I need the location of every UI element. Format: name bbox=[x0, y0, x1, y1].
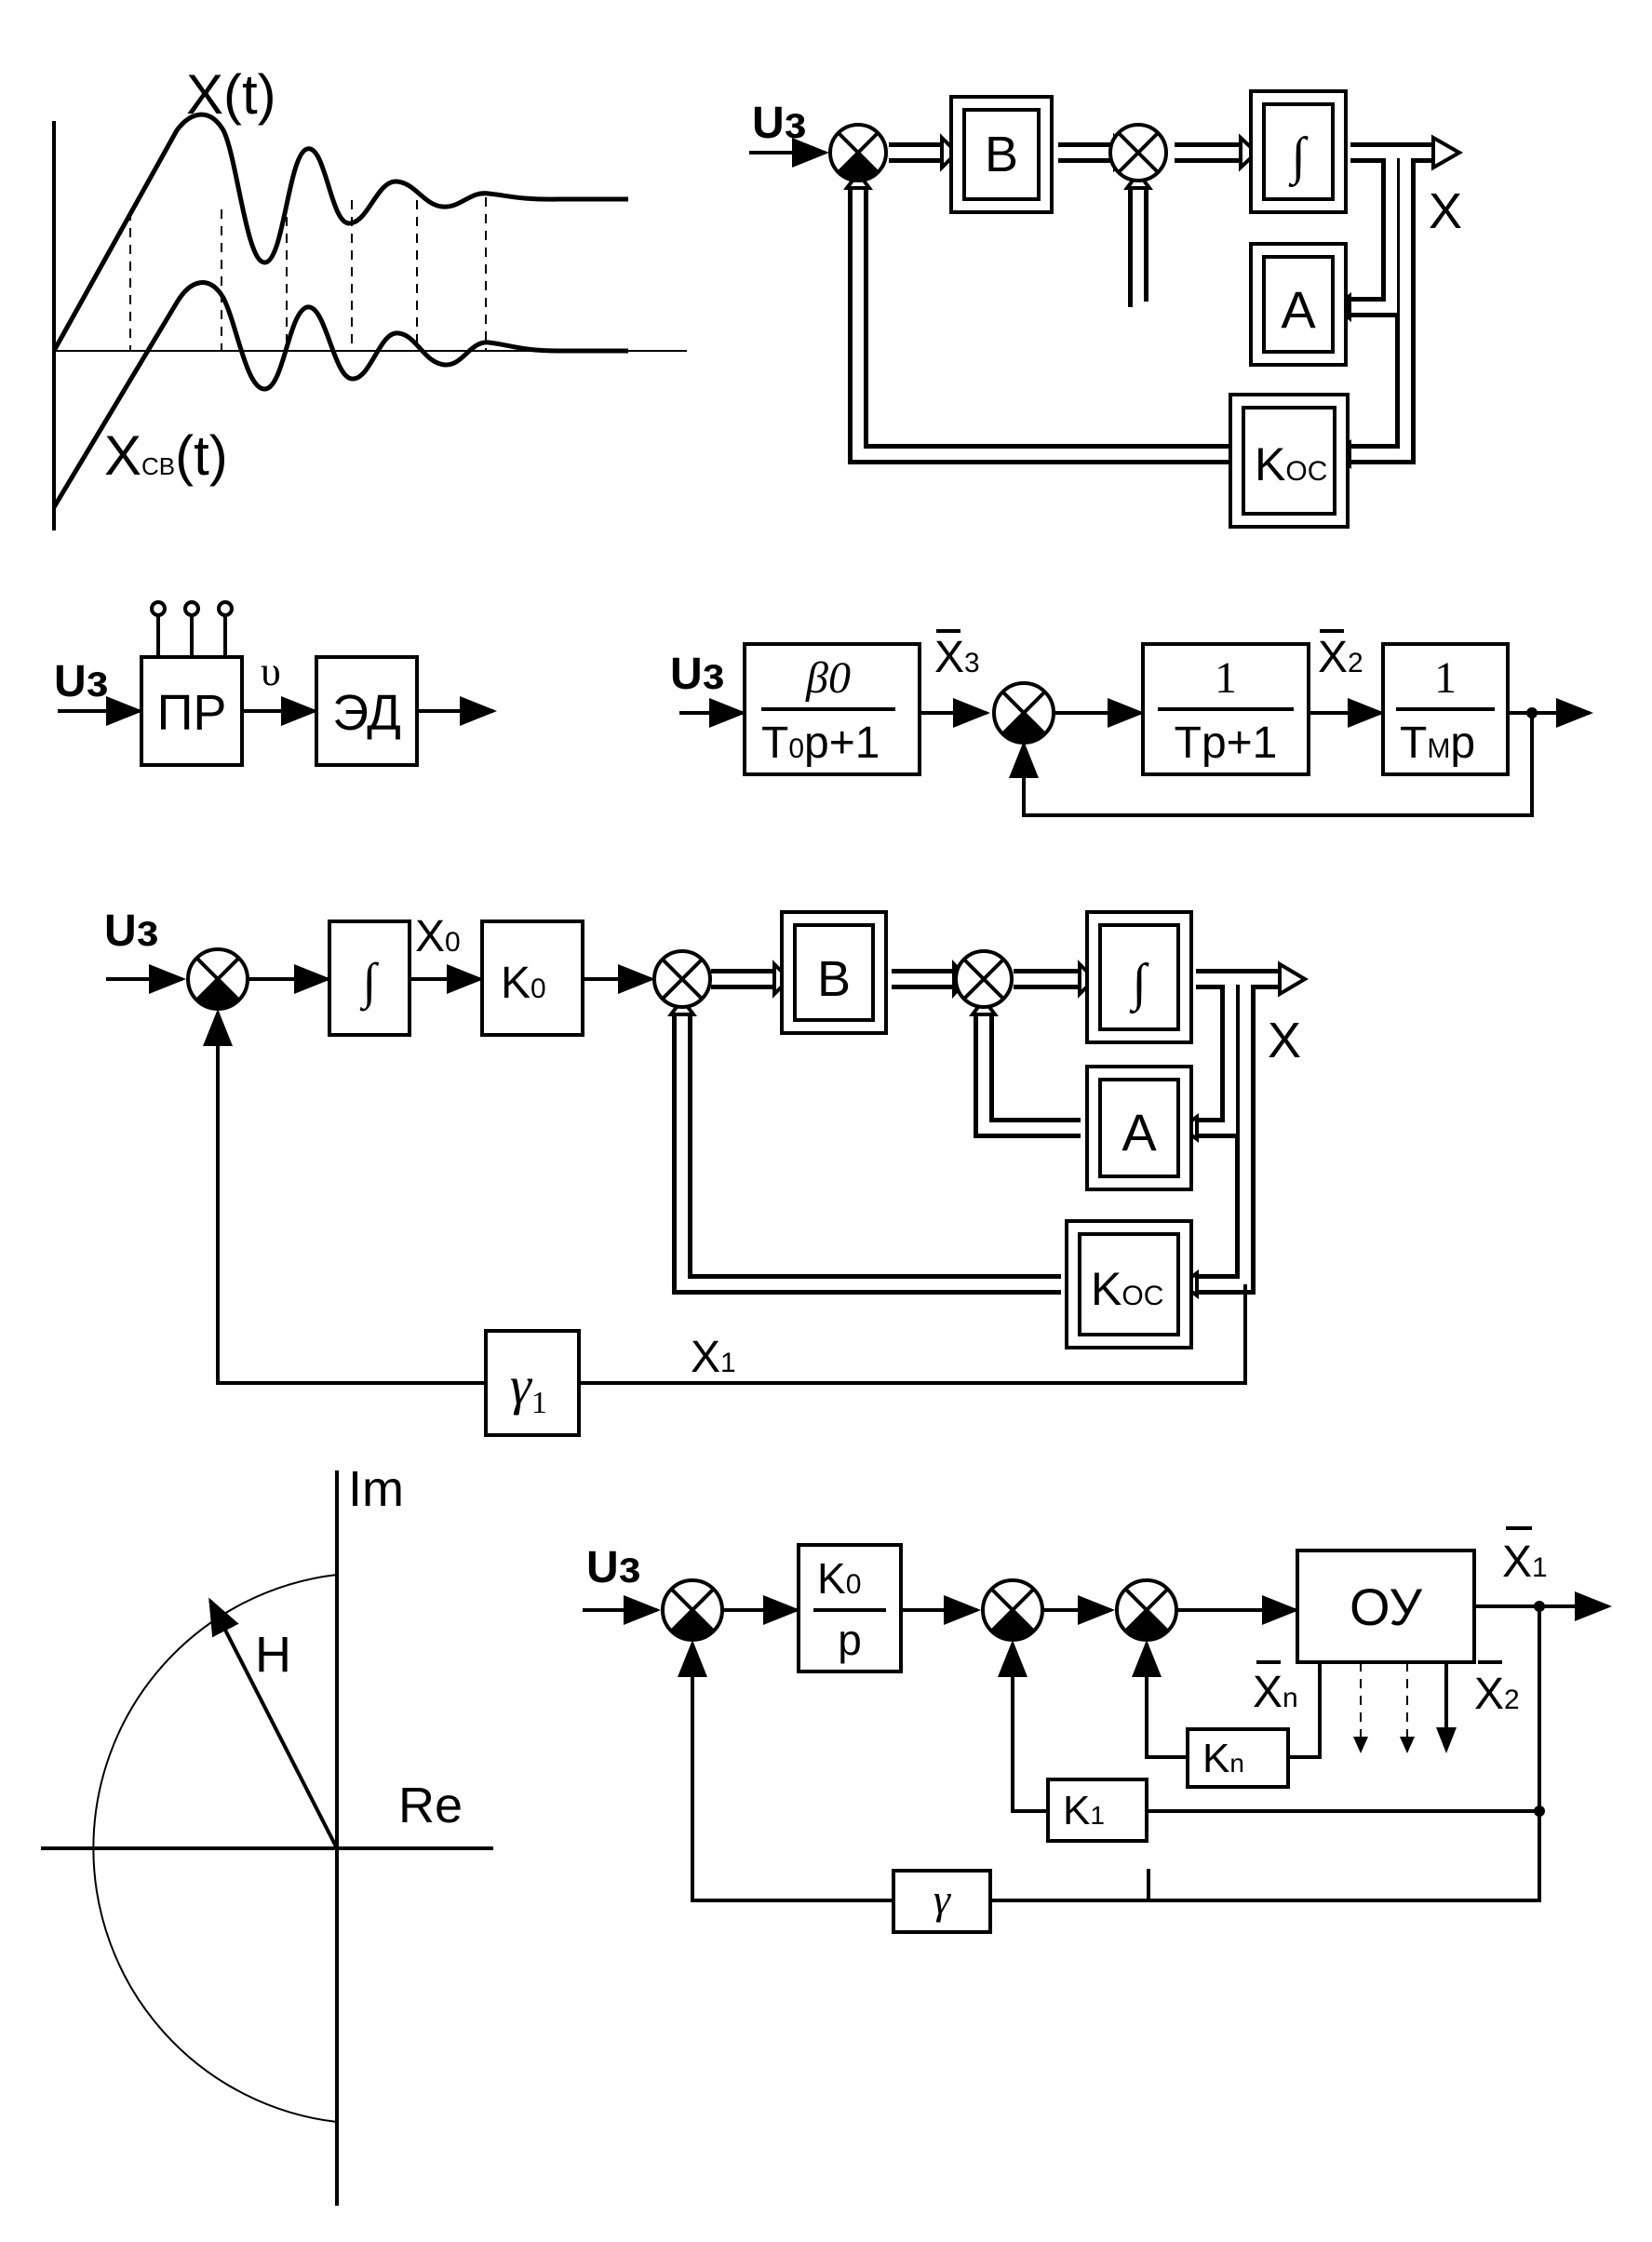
label-x1-out: X1 bbox=[1502, 1537, 1548, 1587]
block-a-1-label: A bbox=[1281, 280, 1316, 339]
summing-junction-1a bbox=[828, 123, 888, 182]
label-x-t: X(t) bbox=[186, 63, 276, 126]
label-re: Re bbox=[398, 1778, 463, 1833]
summing-junction-1b bbox=[1108, 123, 1168, 182]
block-tm-den: TМp bbox=[1400, 718, 1475, 768]
block-gamma bbox=[892, 1869, 992, 1934]
top-right-block-diagram: Uз B ∫ A bbox=[749, 89, 1464, 529]
k1-feedback-line bbox=[998, 1640, 1048, 1813]
vector-h bbox=[208, 1597, 339, 1849]
curve-x-sv-t bbox=[51, 280, 628, 509]
block-kn-label: Kn bbox=[1202, 1736, 1244, 1781]
block-k-os-5-label: KОС bbox=[1091, 1263, 1163, 1315]
block-k0-label: K0 bbox=[501, 959, 546, 1008]
pr-ed-diagram: Uз ПР υ ЭД bbox=[54, 600, 497, 767]
block-k-os-1: KОС bbox=[1229, 393, 1350, 529]
block-b-1-label: B bbox=[985, 127, 1018, 182]
block-integrator-5a-label: ∫ bbox=[360, 953, 380, 1012]
label-x1: X1 bbox=[691, 1333, 736, 1382]
block-b-5-label: B bbox=[817, 951, 851, 1007]
label-u-z-2: Uз bbox=[54, 657, 109, 706]
transfer-function-diagram: Uз β0 T0p+1 X3 1 Tp+1 X2 1 TМp bbox=[670, 629, 1593, 817]
kn-input-line bbox=[1290, 1662, 1322, 1759]
block-oy bbox=[1296, 1549, 1476, 1664]
label-xn: Xn bbox=[1253, 1668, 1298, 1717]
label-u-z-1: Uз bbox=[752, 99, 807, 148]
summing-junction-5b bbox=[652, 949, 712, 1009]
pr-terminal-dot-3 bbox=[217, 600, 234, 617]
block-a-5: A bbox=[1085, 1065, 1193, 1191]
block-pr-label: ПР bbox=[157, 685, 227, 741]
double-connections-1-inner bbox=[853, 147, 1433, 460]
label-im: Im bbox=[348, 1461, 404, 1517]
label-x-out-1: X bbox=[1429, 183, 1462, 239]
block-integrator-5b-label: ∫ bbox=[1129, 954, 1149, 1014]
summing-junction-7a bbox=[661, 1578, 724, 1642]
block-k-os-1-label: KОС bbox=[1255, 438, 1327, 490]
pr-terminal-dot-2 bbox=[183, 600, 200, 617]
label-upsilon: υ bbox=[261, 649, 281, 694]
block-k1-label: K1 bbox=[1063, 1788, 1105, 1833]
block-gamma-label: γ bbox=[933, 1875, 952, 1923]
block-k0-over-p-num: K0 bbox=[817, 1554, 861, 1603]
block-a-5-label: A bbox=[1121, 1103, 1157, 1161]
block-tp1-den: Tp+1 bbox=[1175, 718, 1278, 768]
label-u-z-4: Uз bbox=[104, 906, 159, 956]
block-integrator-1-label: ∫ bbox=[1288, 128, 1309, 188]
label-x2-out: X2 bbox=[1474, 1670, 1520, 1719]
summing-junction-5a bbox=[186, 947, 249, 1011]
label-u-z-5: Uз bbox=[586, 1543, 641, 1592]
middle-block-diagram: Uз ∫ X0 K0 B bbox=[104, 906, 1309, 1437]
kn-feedback-line bbox=[1132, 1640, 1188, 1759]
bottom-right-block-diagram: Uз K0 p ОУ X1 bbox=[583, 1526, 1612, 1934]
label-x0: X0 bbox=[415, 912, 461, 961]
complex-plane-diagram: Im Re H bbox=[41, 1461, 493, 2206]
block-k0-over-p-den: p bbox=[838, 1616, 862, 1664]
block-integrator-5b: ∫ bbox=[1085, 910, 1193, 1044]
block-k0 bbox=[480, 920, 584, 1037]
label-h: H bbox=[255, 1627, 291, 1683]
block-a-1: A bbox=[1249, 242, 1348, 367]
feedback-x1-line-left bbox=[203, 1009, 484, 1385]
summing-junction-7c bbox=[1115, 1578, 1178, 1642]
feedback-line-4 bbox=[1009, 713, 1534, 817]
block-beta0-den: T0p+1 bbox=[761, 718, 880, 768]
summing-junction-4 bbox=[992, 681, 1055, 745]
curve-x-t bbox=[51, 112, 628, 353]
block-oy-label: ОУ bbox=[1350, 1577, 1422, 1636]
dashed-output-1-head bbox=[1353, 1737, 1368, 1753]
block-integrator-1: ∫ bbox=[1249, 89, 1348, 214]
transient-response-plot: X(t) XСВ(t) bbox=[51, 63, 687, 530]
block-k-os-5: KОС bbox=[1065, 1219, 1193, 1349]
feedback-x1-line-right bbox=[581, 1284, 1247, 1385]
block-gamma1-label: γ1 bbox=[510, 1355, 547, 1420]
block-ed bbox=[315, 655, 419, 767]
block-b-5: B bbox=[780, 910, 888, 1035]
dashed-output-2-head bbox=[1400, 1737, 1415, 1753]
label-x-sv-t: XСВ(t) bbox=[104, 424, 228, 487]
block-gamma1 bbox=[484, 1329, 581, 1437]
output-x2-head bbox=[1436, 1727, 1457, 1753]
label-u-z-3: Uз bbox=[670, 650, 725, 699]
block-tm-num: 1 bbox=[1434, 653, 1457, 703]
block-b-1: B bbox=[949, 95, 1054, 214]
block-ed-label: ЭД bbox=[332, 685, 401, 741]
summing-junction-5c bbox=[954, 949, 1014, 1009]
pr-terminal-dot-1 bbox=[150, 600, 167, 617]
block-beta0-num: β0 bbox=[805, 653, 851, 703]
label-x2: X2 bbox=[1318, 633, 1363, 682]
gamma-feedback-line bbox=[678, 1640, 893, 1902]
label-x3: X3 bbox=[934, 633, 980, 682]
label-x-out-5: X bbox=[1268, 1013, 1301, 1068]
summing-junction-7b bbox=[981, 1578, 1044, 1642]
block-tp1-num: 1 bbox=[1215, 653, 1237, 703]
